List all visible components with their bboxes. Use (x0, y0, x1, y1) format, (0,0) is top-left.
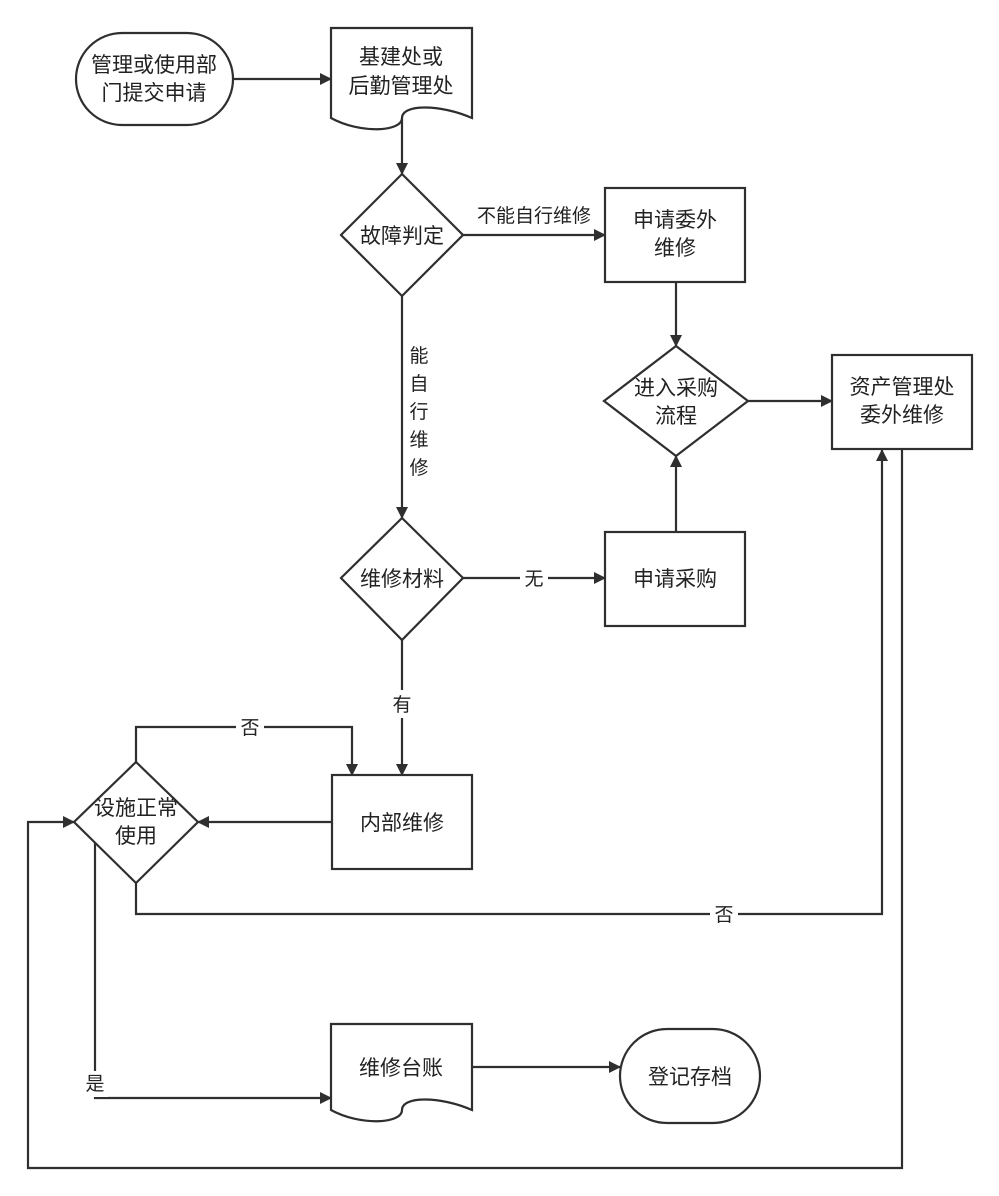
node-submit-request-line1: 管理或使用部 (91, 53, 217, 77)
node-facility-normal-use-line1: 设施正常 (94, 796, 178, 820)
edge-label-can-self-repair-1: 能 (409, 345, 428, 367)
node-apply-outsource-repair-line2: 维修 (654, 236, 696, 260)
edge-facility-yes-to-ledger (93, 840, 332, 1104)
edges (26, 73, 904, 1170)
node-internal-repair: 内部维修 (330, 773, 474, 871)
node-submit-request-line2: 门提交申请 (102, 81, 207, 105)
edge-label-can-self-repair-4: 维 (409, 429, 428, 451)
node-register-archive-label: 登记存档 (648, 1065, 732, 1089)
node-asset-management-outsource-line2: 委外维修 (860, 403, 944, 427)
node-apply-purchase-label: 申请采购 (633, 567, 717, 591)
edge-label-have: 有 (392, 694, 411, 716)
edge-label-cannot-self-repair: 不能自行维修 (477, 205, 591, 227)
node-repair-material-label: 维修材料 (360, 567, 444, 591)
edge-asset-return-loop (26, 450, 904, 1170)
edge-label-no-top: 否 (240, 717, 259, 739)
node-enter-procurement-line1: 进入采购 (634, 376, 718, 400)
node-asset-management-outsource-line1: 资产管理处 (850, 375, 955, 399)
edge-facility-no-to-asset (134, 449, 888, 916)
edge-label-can-self-repair-2: 自 (409, 373, 428, 395)
node-infrastructure-dept: 基建处或 后勤管理处 (329, 26, 474, 131)
node-submit-request: 管理或使用部 门提交申请 (74, 31, 235, 127)
node-facility-normal-use: 设施正常 使用 (72, 760, 200, 885)
node-fault-judgement-label: 故障判定 (360, 224, 444, 248)
node-apply-outsource-repair-line1: 申请委外 (633, 208, 717, 232)
node-fault-judgement: 故障判定 (339, 172, 465, 298)
edge-label-none: 无 (524, 568, 543, 590)
edge-label-yes: 是 (85, 1073, 104, 1095)
edge-label-can-self-repair-3: 行 (409, 401, 428, 423)
node-register-archive: 登记存档 (618, 1027, 762, 1125)
node-enter-procurement: 进入采购 流程 (602, 344, 750, 458)
node-repair-material: 维修材料 (339, 516, 465, 642)
node-repair-ledger: 维修台账 (329, 1022, 474, 1123)
edge-label-can-self-repair-5: 修 (409, 457, 428, 479)
node-asset-management-outsource: 资产管理处 委外维修 (830, 353, 974, 451)
node-enter-procurement-line2: 流程 (655, 404, 697, 428)
node-internal-repair-label: 内部维修 (360, 811, 444, 835)
node-repair-ledger-label: 维修台账 (359, 1056, 443, 1080)
node-infrastructure-dept-line2: 后勤管理处 (349, 74, 454, 98)
node-infrastructure-dept-line1: 基建处或 (359, 45, 443, 69)
edge-labels: 不能自行维修 能 自 行 维 修 无 有 否 否 是 (84, 205, 738, 1097)
edge-label-no-bottom: 否 (714, 904, 733, 926)
node-apply-purchase: 申请采购 (603, 530, 747, 628)
node-apply-outsource-repair: 申请委外 维修 (603, 186, 747, 284)
node-facility-normal-use-line2: 使用 (115, 824, 157, 848)
